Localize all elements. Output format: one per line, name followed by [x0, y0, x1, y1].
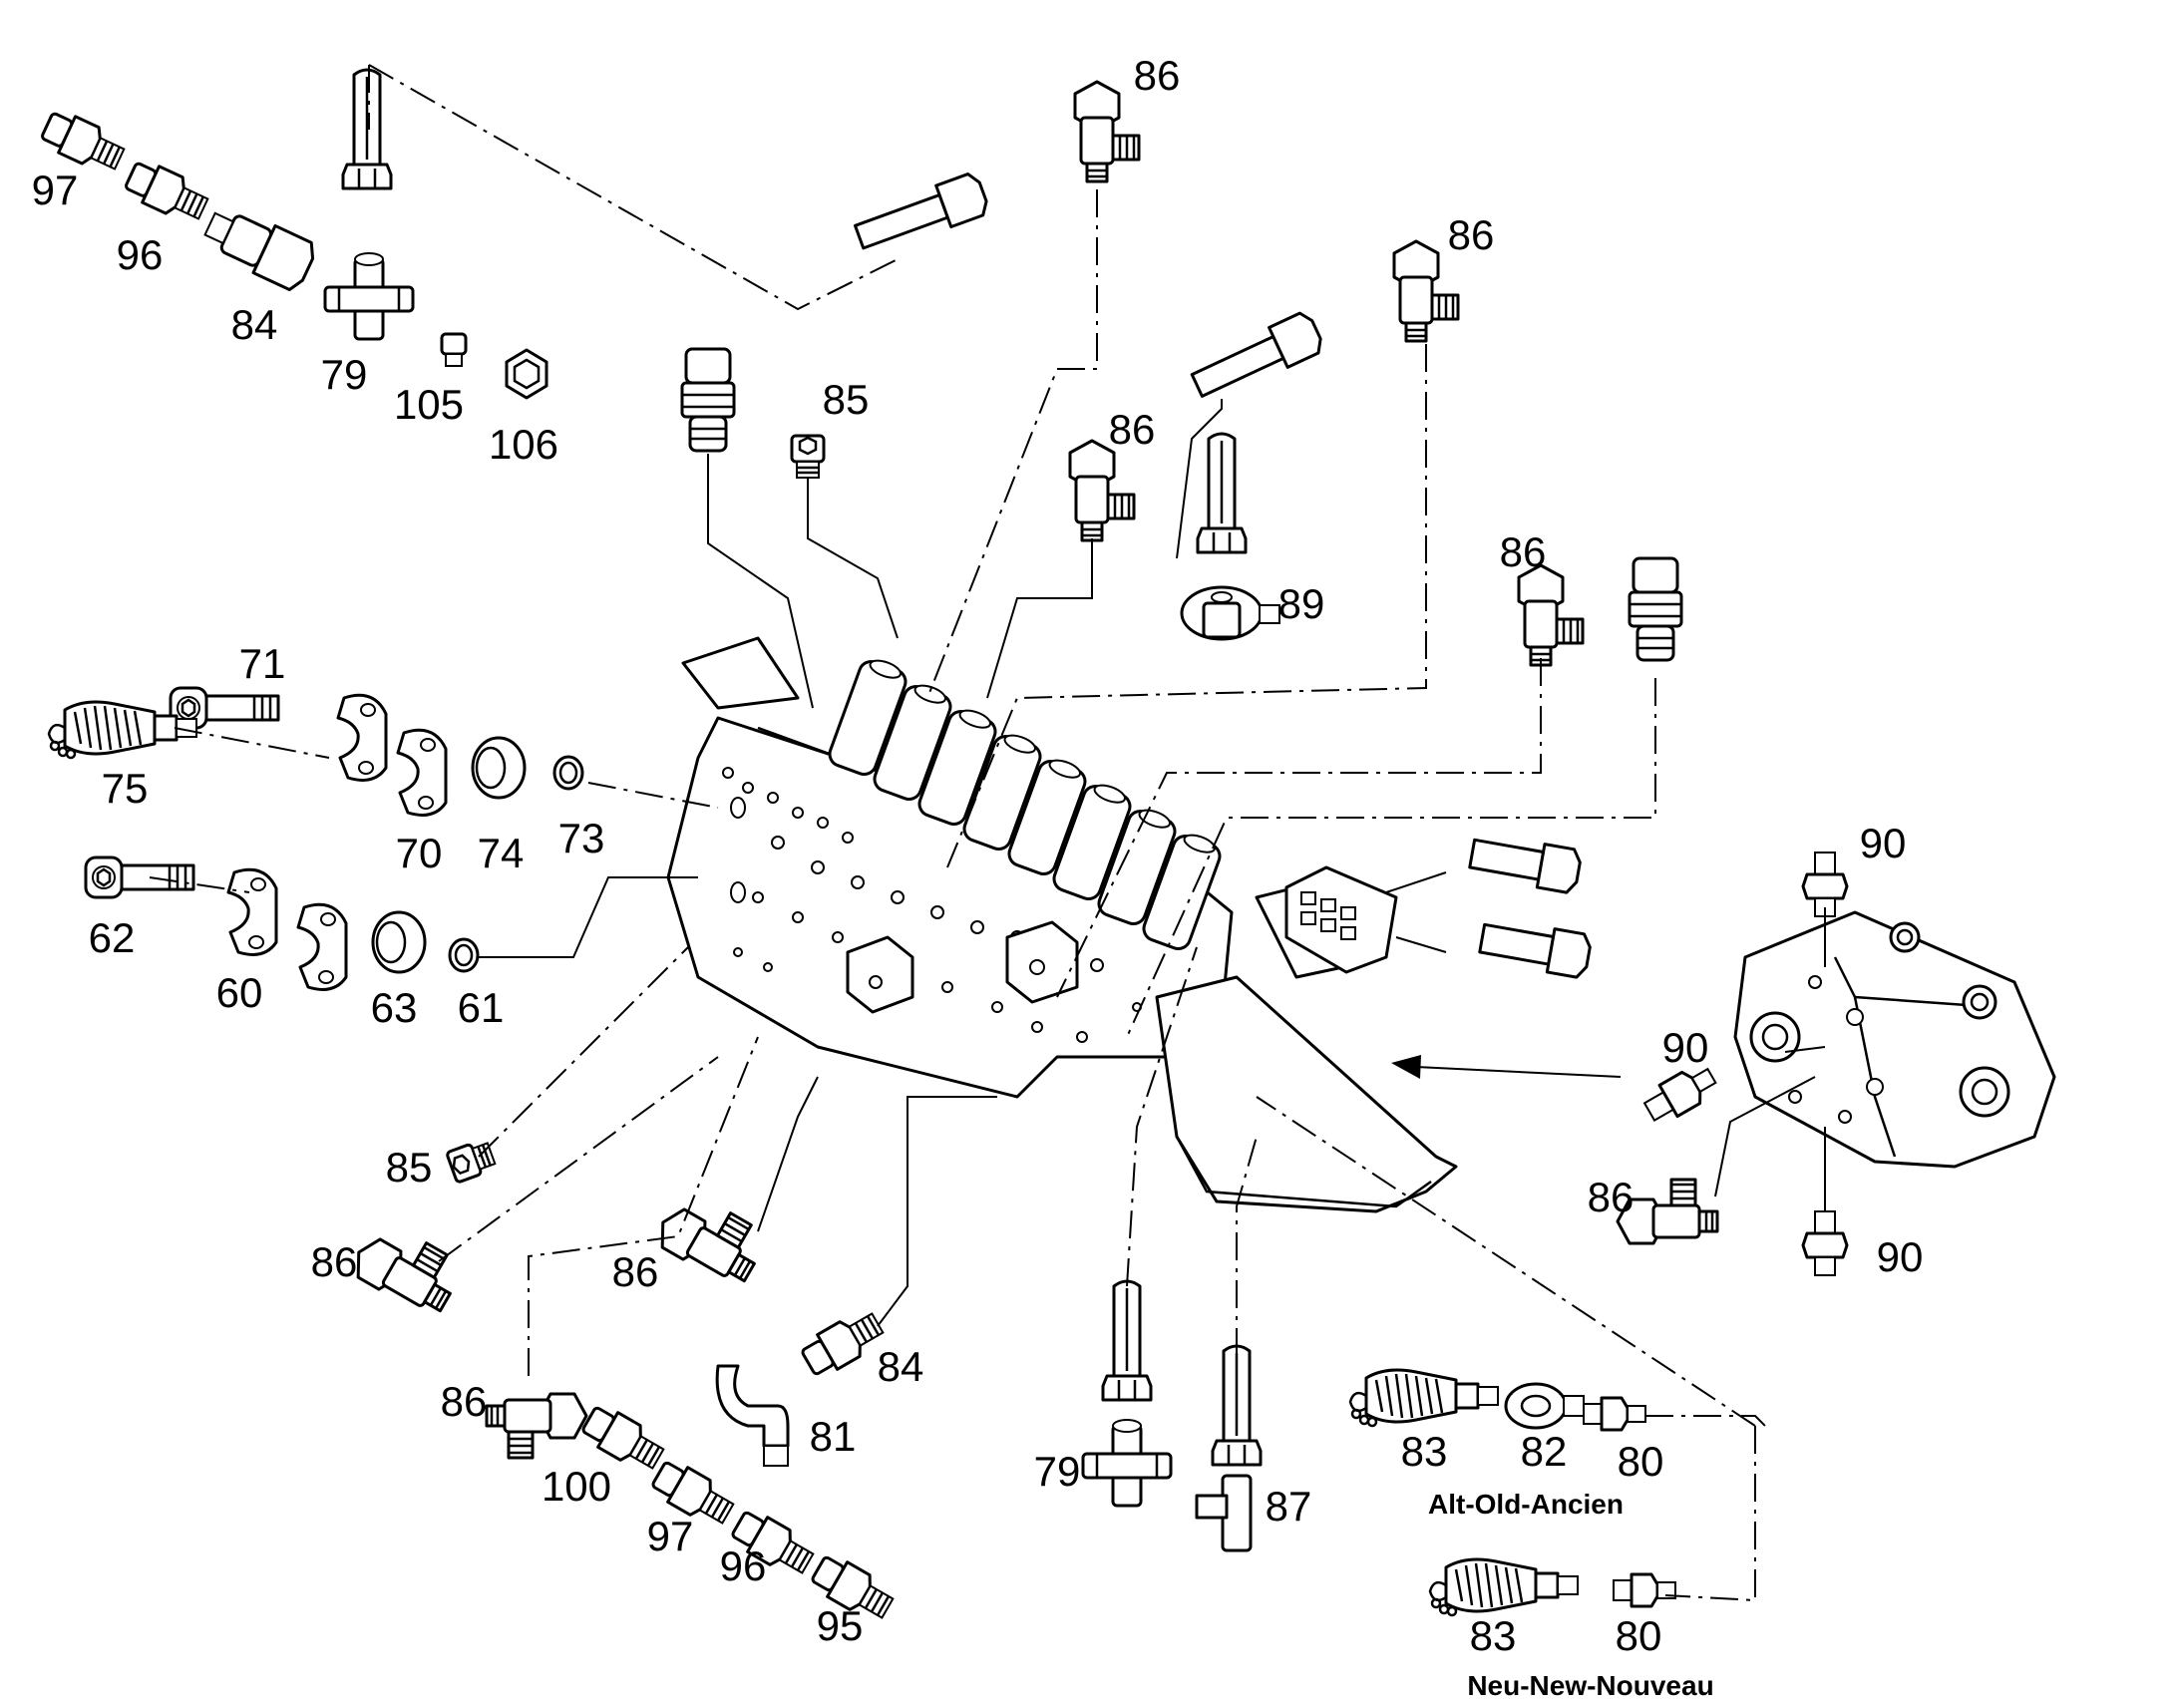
part-number: 86: [1448, 211, 1495, 258]
part-number: 82: [1521, 1428, 1568, 1475]
part-number: 87: [1266, 1483, 1312, 1530]
part-number: 83: [1401, 1428, 1448, 1475]
part-number: 86: [311, 1238, 358, 1285]
part-number: 63: [371, 984, 418, 1031]
part-number: 73: [558, 815, 605, 861]
part-number: 71: [239, 640, 286, 687]
part-number: 75: [102, 765, 149, 812]
variant-label-old: Alt-Old-Ancien: [1428, 1489, 1624, 1520]
part-number: 80: [1616, 1612, 1662, 1659]
part-number: 79: [1034, 1448, 1081, 1495]
part-number: 95: [817, 1602, 864, 1649]
part-number: 90: [1662, 1024, 1709, 1071]
part-number: 62: [89, 914, 136, 961]
part-number-labels: 97 96 84 79 105 106 86 85 86 86 89 86 71…: [32, 52, 1924, 1701]
pump-housing: [1733, 910, 2056, 1169]
part-number: 81: [810, 1413, 857, 1460]
part-number: 85: [386, 1144, 433, 1191]
part-number: 106: [489, 421, 558, 468]
part-fittings: [37, 68, 1849, 1627]
part-number: 74: [478, 830, 525, 876]
part-number: 70: [396, 830, 443, 876]
part-number: 100: [542, 1463, 611, 1510]
part-number: 97: [647, 1513, 694, 1559]
part-number: 61: [458, 984, 505, 1031]
part-number: 83: [1470, 1612, 1517, 1659]
part-number: 60: [216, 969, 263, 1016]
part-number: 97: [32, 167, 79, 213]
part-number: 90: [1860, 820, 1907, 866]
leader-lines: [149, 64, 1826, 1602]
part-number: 86: [1134, 52, 1181, 99]
variant-label-new: Neu-New-Nouveau: [1467, 1670, 1713, 1701]
part-number: 85: [823, 376, 870, 423]
part-number: 86: [612, 1248, 659, 1295]
main-valve-block: [666, 636, 1458, 1213]
part-number: 89: [1278, 580, 1325, 627]
part-number: 86: [1588, 1174, 1635, 1220]
part-number: 105: [394, 381, 464, 428]
part-number: 84: [878, 1343, 924, 1390]
part-number: 86: [441, 1378, 488, 1425]
part-number: 80: [1618, 1438, 1664, 1485]
part-number: 90: [1877, 1233, 1924, 1280]
part-number: 96: [117, 231, 164, 278]
part-number: 84: [231, 301, 278, 348]
part-number: 86: [1500, 528, 1547, 575]
part-number: 79: [321, 351, 368, 398]
part-number: 86: [1109, 406, 1156, 453]
part-number: 96: [720, 1542, 767, 1589]
